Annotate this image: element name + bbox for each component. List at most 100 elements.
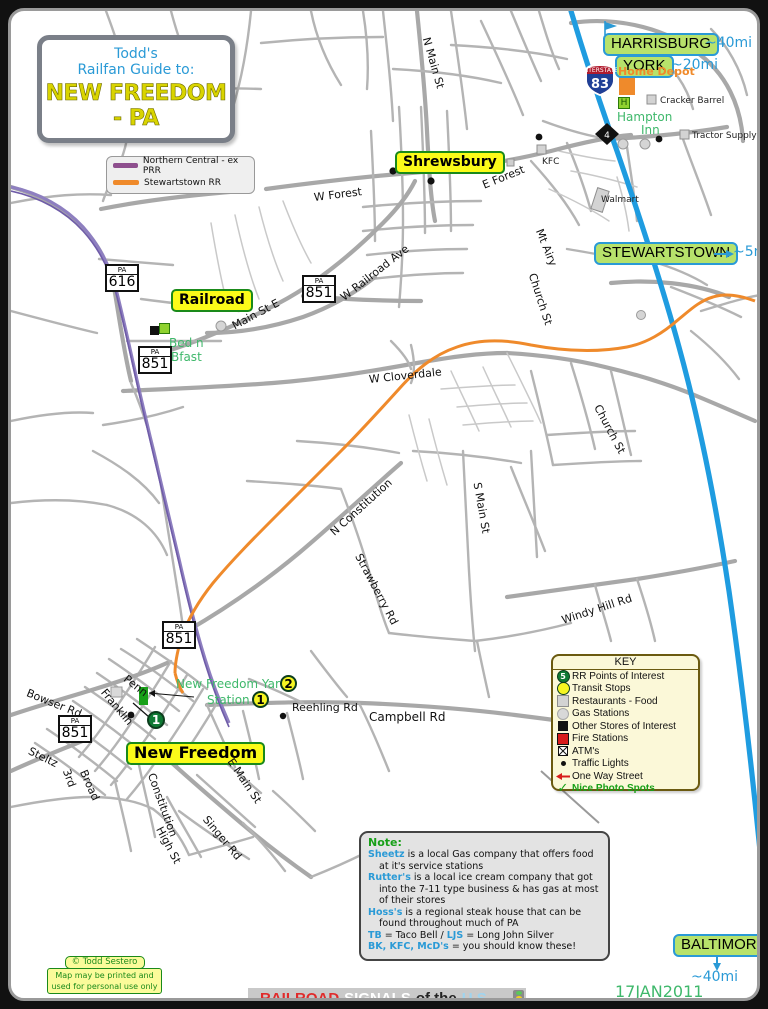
- rail-line-legend: Northern Central - ex PRR Stewartstown R…: [106, 156, 255, 194]
- shield-number: 616: [108, 274, 136, 290]
- exit-4-marker: 4: [595, 123, 619, 145]
- note-term-brands: BK, KFC, McD's: [368, 941, 449, 952]
- green-check-icon: ✓: [557, 781, 569, 797]
- note-heading: Note:: [368, 836, 402, 849]
- arrow-to-baltimore: [713, 955, 721, 971]
- shield-state-pa: PA: [140, 348, 170, 357]
- key-row-one-way-street: One Way Street: [553, 770, 698, 783]
- legend-row-stewartstown: Stewartstown RR: [113, 174, 254, 191]
- green-circle-number-icon: 5: [556, 669, 570, 683]
- base-map-graphics: .rd { fill:none; stroke:#b4b4b4; stroke-…: [11, 11, 757, 880]
- yellow-circle-icon: [556, 682, 570, 696]
- destination-stewartstown: STEWARTSTOWN: [594, 242, 739, 265]
- key-label-atms: ATM's: [572, 745, 600, 757]
- site-banner[interactable]: RAILROAD SIGNALS of the U.S.: [248, 988, 526, 1001]
- poi-label-bfast: Bfast: [171, 350, 202, 364]
- rr-point-marker-1-yellow: 1: [252, 691, 269, 708]
- red-square-icon: [556, 732, 570, 745]
- note-term-tb: TB: [368, 929, 382, 941]
- rr-point-label-station: Station: [207, 693, 250, 707]
- shield-state-pa: PA: [164, 623, 194, 632]
- note-term-ljs: LJS: [446, 929, 464, 941]
- note-term-sheetz: Sheetz: [368, 849, 405, 860]
- note-text-9: = you should know these!: [448, 941, 577, 952]
- route-shield-pa-851-south: PA 851: [58, 715, 92, 743]
- legend-label-northern-central: Northern Central - ex PRR: [142, 155, 239, 176]
- red-arrow-left-icon: [556, 771, 570, 782]
- destination-baltimore: BALTIMORE: [673, 934, 757, 957]
- note-line-9: BK, KFC, McD's = you should know these!: [368, 941, 608, 953]
- legend-label-stewartstown: Stewartstown RR: [144, 177, 222, 188]
- key-label-fire-stations: Fire Stations: [572, 733, 629, 745]
- key-legend-box: KEY 5 RR Points of Interest Transit Stop…: [551, 654, 700, 796]
- traffic-signal-icon: [513, 990, 524, 998]
- distance-baltimore: ~40mi: [691, 969, 739, 985]
- place-label-new-freedom: New Freedom: [126, 742, 266, 765]
- road-label-reehling-rd: Reehling Rd: [292, 701, 358, 714]
- shield-number: 851: [141, 356, 169, 372]
- key-row-atms: ATM's: [553, 745, 698, 758]
- banner-word-of-the: of the: [415, 990, 457, 1001]
- key-row-nice-photo-spots: ✓ Nice Photo Spots: [553, 781, 698, 797]
- place-label-shrewsbury: Shrewsbury: [395, 151, 505, 174]
- note-term-rutters: Rutter's: [368, 872, 411, 883]
- note-text-1: is a local Gas company that offers food: [404, 849, 594, 860]
- arrow-to-stewartstown: [714, 250, 734, 258]
- shield-number: 851: [61, 725, 89, 741]
- title-line-3: NEW FREEDOM - PA: [45, 81, 227, 132]
- note-text-6: is a regional steak house that can be: [402, 906, 582, 918]
- interstate-83-shield: INTERSTATE 83: [583, 63, 617, 97]
- store-label-kfc: KFC: [542, 157, 560, 167]
- note-line-7: found throughout much of PA: [379, 918, 519, 929]
- legend-swatch-stewartstown: [113, 180, 139, 185]
- rr-point-marker-2: 2: [280, 675, 297, 692]
- svg-text:4: 4: [604, 131, 610, 141]
- title-line-1: Todd's: [114, 46, 158, 62]
- gray-circle-icon: [556, 707, 570, 720]
- date-stamp: 17JAN2011: [615, 982, 704, 1001]
- banner-word-railroad: RAILROAD: [260, 990, 340, 1001]
- banner-word-us: U.S.: [461, 990, 491, 1001]
- store-label-home-depot: Home Depot: [618, 65, 695, 78]
- shield-state-pa: PA: [304, 277, 334, 286]
- key-title: KEY: [553, 656, 698, 670]
- route-shield-pa-851-north: PA 851: [302, 275, 336, 303]
- key-label-other-stores: Other Stores of Interest: [572, 720, 676, 732]
- copyright-terms-line-1: Map may be printed and: [55, 971, 154, 980]
- destination-york: YORK: [615, 55, 674, 78]
- distance-stewartstown: ~5mi: [733, 244, 757, 260]
- key-row-rr-points: 5 RR Points of Interest: [553, 669, 698, 683]
- distance-york: ~20mi: [671, 57, 719, 73]
- shield-state-pa: PA: [60, 717, 90, 726]
- svg-text:83: 83: [591, 77, 609, 92]
- note-line-6: Hoss's is a regional steak house that ca…: [368, 907, 608, 919]
- key-row-other-stores: Other Stores of Interest: [553, 720, 698, 733]
- note-line-1: Sheetz is a local Gas company that offer…: [368, 849, 608, 861]
- black-dot-icon: [556, 758, 570, 769]
- copyright-box: © Todd Sestero Map may be printed and us…: [47, 956, 162, 994]
- map-canvas: .rd { fill:none; stroke:#b4b4b4; stroke-…: [8, 8, 760, 1001]
- key-label-one-way-street: One Way Street: [572, 770, 643, 782]
- legend-swatch-northern-central: [113, 163, 138, 168]
- key-row-gas-stations: Gas Stations: [553, 707, 698, 721]
- note-line-5: of their stores: [379, 895, 446, 906]
- shield-state-pa: PA: [107, 266, 137, 275]
- note-text-3: is a local ice cream company that got: [410, 872, 593, 883]
- route-shield-pa-851-mid: PA 851: [162, 621, 196, 649]
- place-label-railroad: Railroad: [171, 289, 253, 312]
- title-box: Todd's Railfan Guide to: NEW FREEDOM - P…: [37, 35, 235, 143]
- road-label-campbell-rd: Campbell Rd: [369, 710, 446, 724]
- note-line-4: into the 7-11 type business & has gas at…: [379, 883, 599, 895]
- note-line-3: Rutter's is a local ice cream company th…: [368, 872, 608, 884]
- atm-square-icon: [556, 746, 570, 757]
- key-row-traffic-lights: Traffic Lights: [553, 758, 698, 771]
- store-label-cracker-barrel: Cracker Barrel: [660, 96, 725, 106]
- note-box: Note: Sheetz is a local Gas company that…: [359, 831, 610, 961]
- note-text-8b: = Long John Silver: [463, 929, 554, 941]
- note-text-8a: = Taco Bell /: [381, 929, 447, 941]
- svg-text:INTERSTATE: INTERSTATE: [583, 67, 617, 74]
- gray-square-icon: [556, 695, 570, 708]
- key-label-restaurants: Restaurants - Food: [572, 695, 658, 707]
- poi-label-hampton: Hampton: [617, 110, 673, 124]
